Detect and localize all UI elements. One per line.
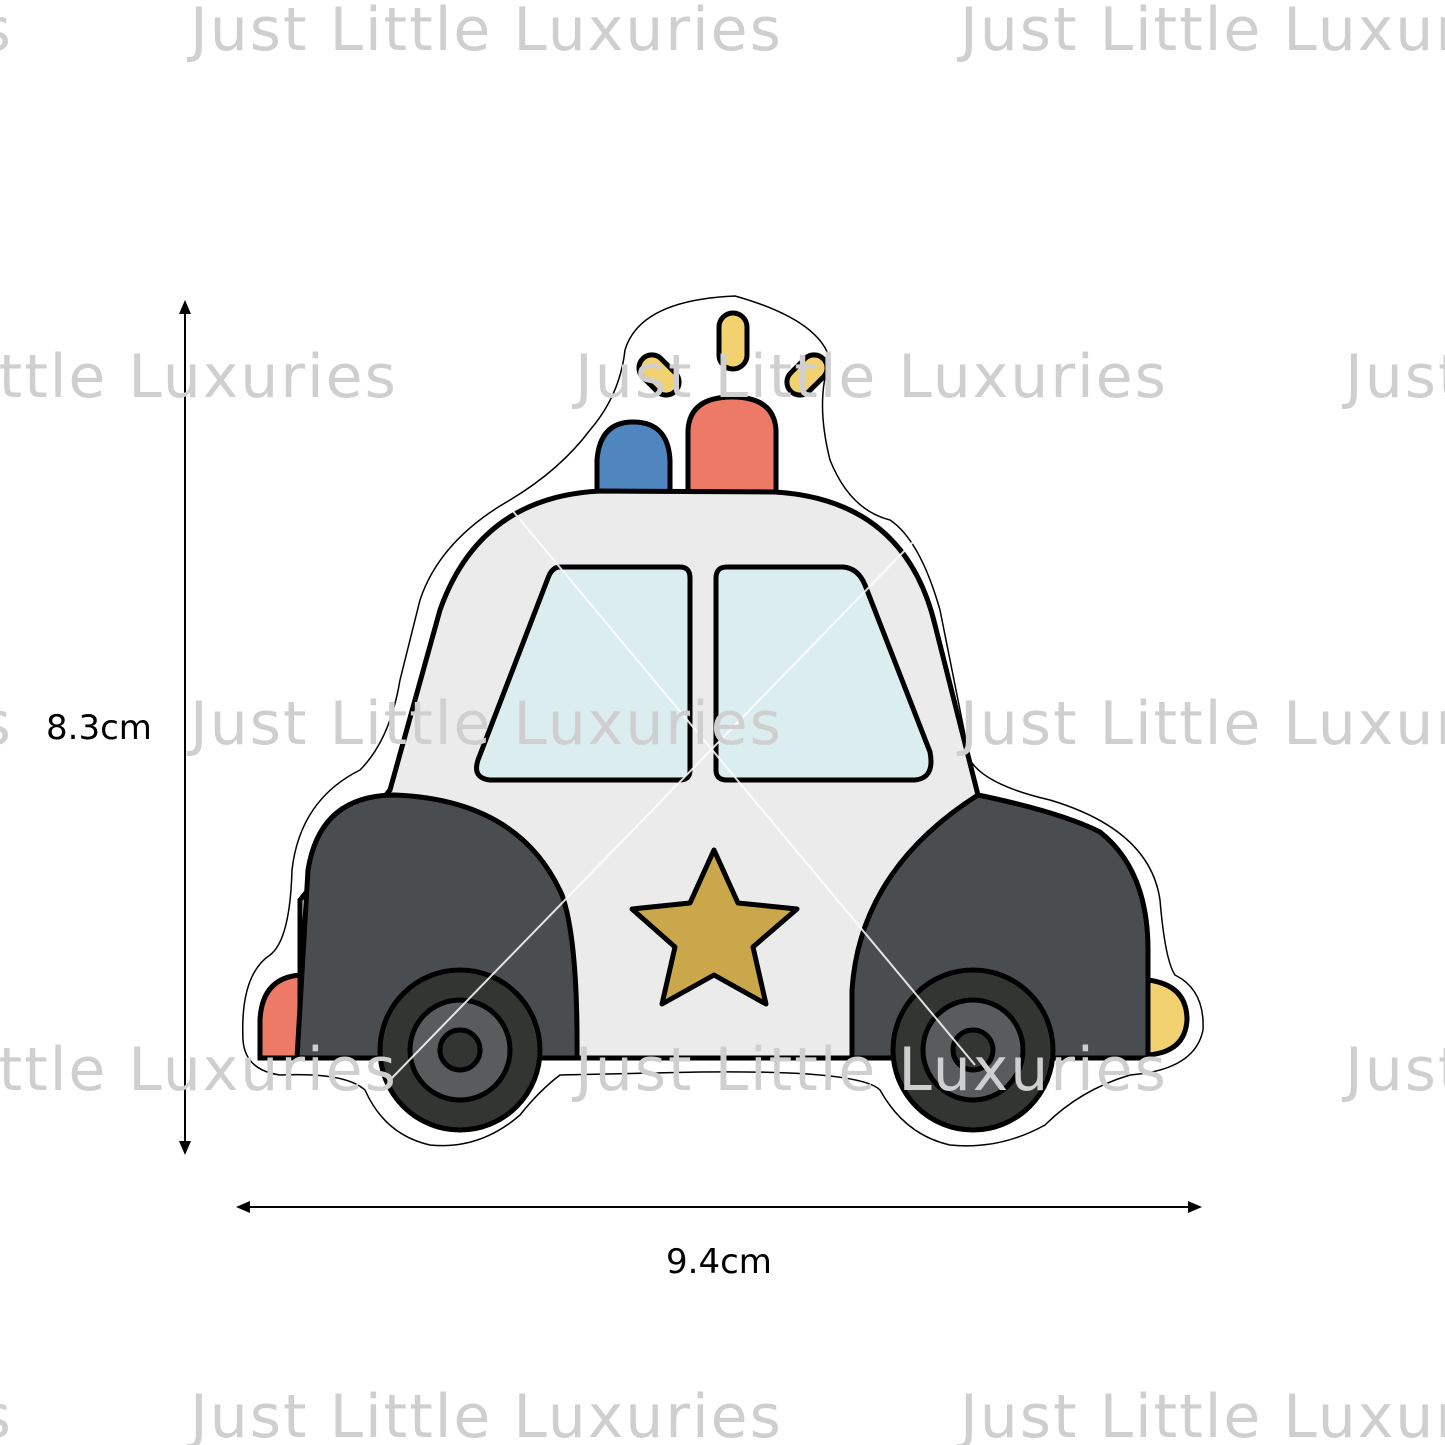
rear-light bbox=[257, 972, 303, 1061]
watermark-text: Just Little Luxuries bbox=[571, 342, 1168, 412]
watermark-text: Just Little Luxuries bbox=[186, 1382, 783, 1445]
watermark-text: Just Little Luxuries bbox=[1341, 342, 1445, 412]
rear-window bbox=[474, 564, 693, 783]
red-siren-light bbox=[685, 394, 779, 495]
watermark-text: Just Little Luxuries bbox=[956, 689, 1445, 759]
watermark-text: Just Little Luxuries bbox=[0, 1382, 13, 1445]
front-window bbox=[713, 564, 934, 783]
watermark-text: Just Little Luxuries bbox=[186, 0, 783, 65]
siren-light-rays bbox=[636, 310, 830, 398]
height-dimension-arrow bbox=[179, 300, 191, 1155]
watermark-cross-lines bbox=[389, 509, 976, 1081]
blue-siren-light bbox=[594, 419, 673, 495]
height-label: 8.3cm bbox=[46, 708, 152, 748]
watermark-text: Just Little Luxuries bbox=[186, 689, 783, 759]
width-dimension-arrow bbox=[236, 1201, 1202, 1213]
watermark-text: Just Little Luxuries bbox=[0, 342, 398, 412]
watermark-text: Just Little Luxuries bbox=[0, 689, 13, 759]
watermark-text: Just Little Luxuries bbox=[0, 1035, 398, 1105]
front-light bbox=[1145, 977, 1190, 1058]
front-wheel bbox=[890, 967, 1056, 1133]
watermark-text: Just Little Luxuries bbox=[1341, 1035, 1445, 1105]
watermark-text: Just Little Luxuries bbox=[956, 0, 1445, 65]
watermark-text: Just Little Luxuries bbox=[0, 0, 13, 65]
rear-wheel bbox=[377, 967, 543, 1133]
police-star-icon bbox=[629, 847, 800, 1007]
watermark-text: Just Little Luxuries bbox=[956, 1382, 1445, 1445]
sticker-cut-outline bbox=[241, 295, 1204, 1147]
width-label: 9.4cm bbox=[666, 1242, 772, 1282]
watermark-text: Just Little Luxuries bbox=[571, 1035, 1168, 1105]
